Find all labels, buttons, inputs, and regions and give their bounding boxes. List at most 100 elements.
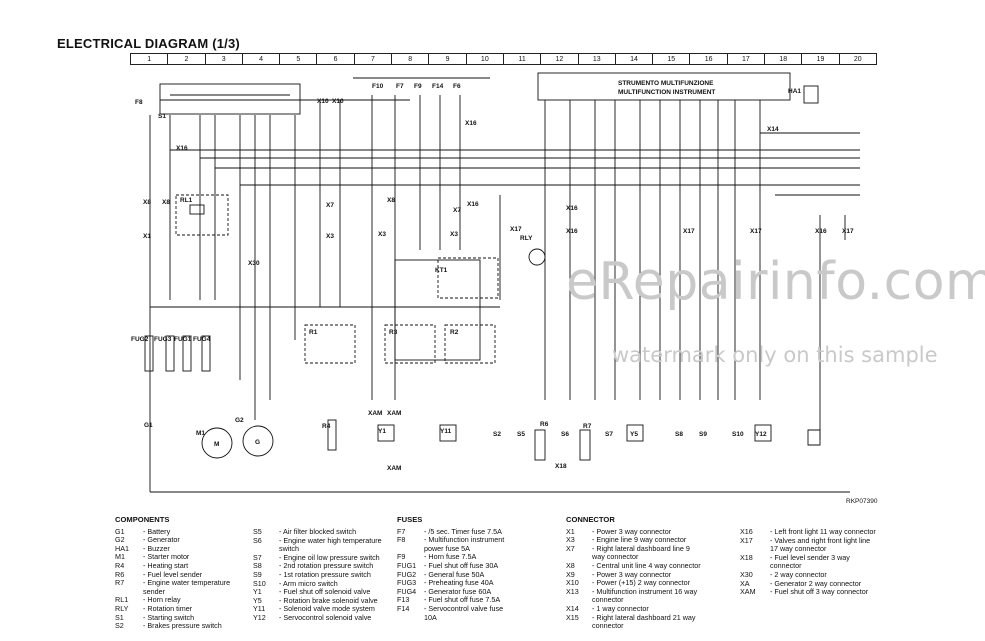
legend-item: S9- 1st rotation pressure switch xyxy=(253,569,388,580)
legend-key: F9 xyxy=(397,552,406,562)
grid-column: 13 xyxy=(579,54,616,64)
legend-value: - Preheating fuse 40A xyxy=(424,578,494,588)
legend-item: R4- Heating start xyxy=(115,560,245,571)
label-g: G xyxy=(255,439,260,446)
grid-column: 2 xyxy=(168,54,206,64)
legend-key: X1 xyxy=(566,526,575,536)
label-fug4: FUG4 xyxy=(193,336,211,343)
label-x16b: X16 xyxy=(467,201,479,208)
legend-item: F9- Horn fuse 7.5A xyxy=(397,553,517,562)
legend-key: M1 xyxy=(115,552,125,562)
label-r3: R3 xyxy=(389,329,398,336)
legend-item: XA- Generator 2 way connector xyxy=(740,578,880,589)
legend-key: S6 xyxy=(253,535,262,545)
legend-key: FUG1 xyxy=(397,560,417,570)
grid-column: 20 xyxy=(853,56,862,63)
label-x7a: X7 xyxy=(326,202,334,209)
page-title: ELECTRICAL DIAGRAM (1/3) xyxy=(57,36,240,51)
legend-item: RL1 - Horn relay xyxy=(115,596,245,605)
legend-value: - Power 3 way connector xyxy=(592,526,672,536)
legend-item: S8- 2nd rotation pressure switch xyxy=(253,562,388,571)
legend-item: Y1- Fuel shut off solenoid valve xyxy=(253,588,388,597)
legend-item: XAM- Fuel shut off 3 way connector xyxy=(740,588,880,597)
label-g2: G2 xyxy=(235,417,244,424)
grid-column: 11 xyxy=(504,54,542,64)
label-x3a: X3 xyxy=(326,233,334,240)
legend-key: RL1 xyxy=(115,595,129,605)
label-x7b: X7 xyxy=(453,207,461,214)
legend-value: - Arm micro switch xyxy=(279,578,338,588)
label-r1: R1 xyxy=(309,329,318,336)
legend-item: S1 - Starting switch xyxy=(115,612,245,623)
legend-value: - Horn relay xyxy=(143,595,181,605)
grid-column: 17 xyxy=(728,54,766,64)
label-rly: RLY xyxy=(520,235,533,242)
legend-item: M1- Starter motor xyxy=(115,553,245,562)
label-r6: R6 xyxy=(540,421,549,428)
label-s7: S7 xyxy=(605,431,613,438)
label-s10: S10 xyxy=(732,431,744,438)
label-x14: X14 xyxy=(767,126,779,133)
legend-value: - Engine water high temperature switch xyxy=(279,535,382,554)
grid-column: 8 xyxy=(392,54,430,64)
legend-value: - 1 way connector xyxy=(592,603,649,613)
legend-item: HA1- Buzzer xyxy=(115,544,245,554)
legend-value: - Solenoid valve mode system xyxy=(279,604,375,614)
label-y5: Y5 xyxy=(630,431,638,438)
legend-item: X18- Fuel level sender 3 way connector xyxy=(740,552,880,571)
legend-item: X30- 2 way connector xyxy=(740,569,880,580)
legend-value: - Generator 2 way connector xyxy=(770,578,862,588)
legend-value: - Fuel shut off fuse 7.5A xyxy=(424,595,501,605)
legend-value: - Right lateral dashboard 21 way connect… xyxy=(592,612,696,631)
legend-item: G1- Battery xyxy=(115,527,245,537)
label-fug3: FUG3 xyxy=(154,336,172,343)
legend-value: - Engine water temperature sender xyxy=(143,578,231,596)
legend-item: X15- Right lateral dashboard 21 way conn… xyxy=(566,612,701,631)
legend-item: Y11- Solenoid valve mode system xyxy=(253,605,388,614)
label-xam-c: XAM xyxy=(387,465,401,472)
legend-value: - Starting switch xyxy=(143,612,195,622)
legend-key: FUG4 xyxy=(397,586,417,596)
label-x17a: X17 xyxy=(510,226,522,233)
connector-heading: CONNECTOR xyxy=(566,515,615,524)
legend-value: - Generator fuse 60A xyxy=(424,586,492,596)
legend-key: Y1 xyxy=(253,587,262,597)
legend-value: - Fuel level sender 3 way connector xyxy=(770,552,850,571)
legend-key: F13 xyxy=(397,595,410,605)
legend-key: X16 xyxy=(740,527,753,536)
legend-key: F7 xyxy=(397,526,406,536)
label-f7: F7 xyxy=(396,83,404,90)
grid-column: 7 xyxy=(355,54,393,64)
label-s1: S1 xyxy=(158,113,166,120)
legend-key: FUG2 xyxy=(397,569,417,579)
legend-item: X14 - 1 way connector xyxy=(566,603,701,614)
legend-item: S5- Air filter blocked switch xyxy=(253,527,388,537)
legend-value: - Multifunction instrument 16 way connec… xyxy=(592,586,698,605)
label-x3b: X3 xyxy=(378,231,386,238)
legend-value: - Generator xyxy=(143,535,180,545)
legend-value: - Heating start xyxy=(143,560,189,570)
legend-key: S1 xyxy=(115,612,124,622)
legend-key: S9 xyxy=(253,569,262,579)
legend-item: S6 - Engine water high temperature switch xyxy=(253,535,388,554)
legend-key: RLY xyxy=(115,603,129,613)
legend-item: X9- Power 3 way connector xyxy=(566,569,701,580)
label-x3c: X3 xyxy=(450,231,458,238)
grid-column: 14 xyxy=(616,54,654,64)
label-x8a: X8 xyxy=(143,199,151,206)
grid-column: 18 xyxy=(765,54,803,64)
legend-key: S8 xyxy=(253,561,262,571)
label-f6: F6 xyxy=(453,83,461,90)
legend-key: Y12 xyxy=(253,612,266,622)
legend-value: - 2 way connector xyxy=(770,569,827,579)
legend-item: FUG1- Fuel shut off fuse 30A xyxy=(397,560,517,571)
legend-value: - Fuel level sender xyxy=(143,569,203,579)
label-x16a: X16 xyxy=(176,145,188,152)
legend-key: X9 xyxy=(566,569,575,579)
legend-key: X14 xyxy=(566,603,579,613)
label-x16d: X16 xyxy=(566,228,578,235)
legend-value: - Servocontrol valve fuse 10A xyxy=(424,603,504,622)
